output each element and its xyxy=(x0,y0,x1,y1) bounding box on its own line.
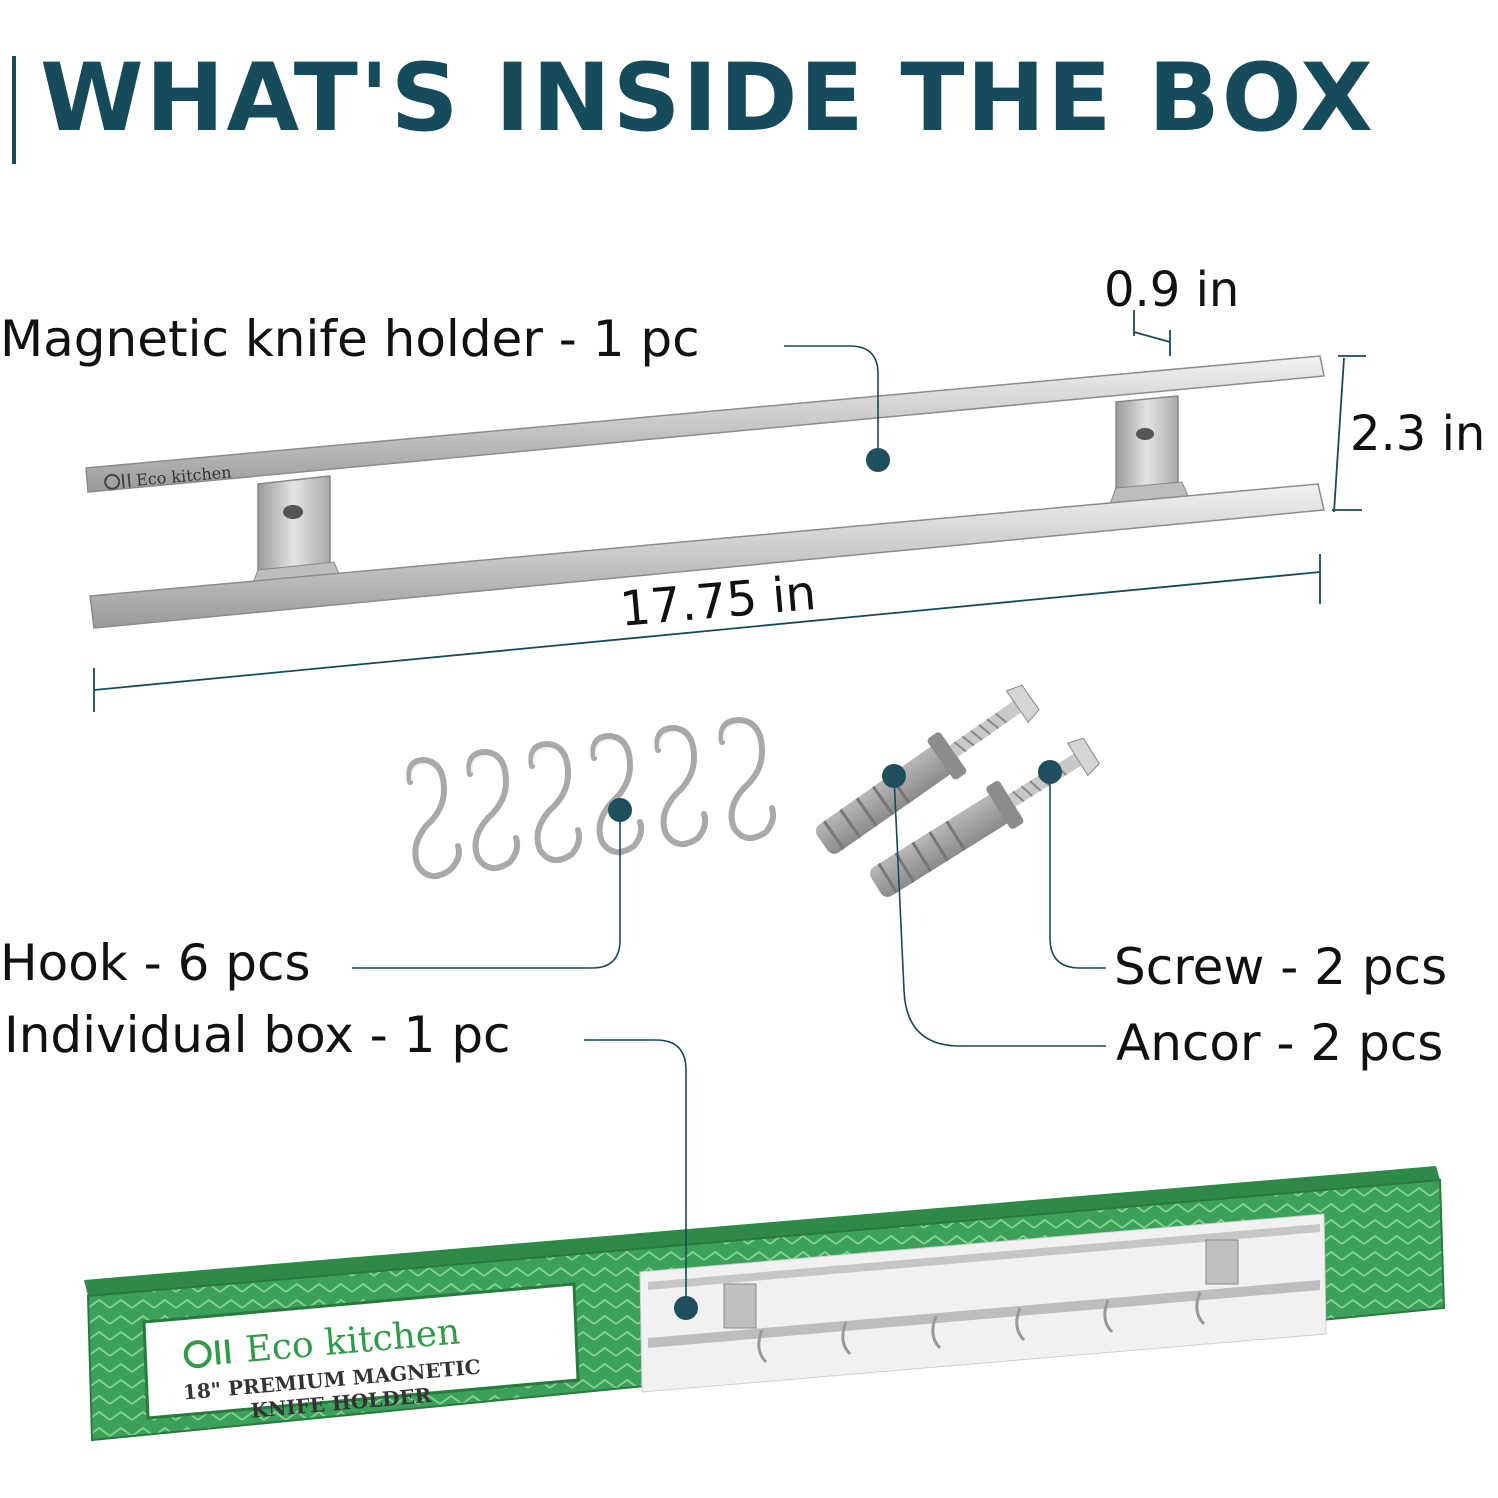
marker-anchors xyxy=(882,764,906,788)
leader-anchors xyxy=(893,775,1106,1047)
marker-hooks xyxy=(608,798,632,822)
screw-anchor-1 xyxy=(815,684,1040,854)
box-label-panel xyxy=(142,1282,580,1420)
product-box: Eco kitchen 18" PREMIUM MAGNETIC KNIFE H… xyxy=(84,1166,1446,1442)
upper-bar xyxy=(85,355,1325,493)
hook-6 xyxy=(718,716,777,841)
lower-bar xyxy=(89,483,1325,629)
hook-1 xyxy=(406,756,462,879)
leader-hooks xyxy=(352,810,621,969)
knife-holder: Eco kitchen xyxy=(85,355,1325,629)
dimension-height: 2.3 in xyxy=(1350,406,1486,462)
box-logo-icon xyxy=(183,1339,231,1369)
box-window xyxy=(639,1213,1327,1393)
label-hooks: Hook - 6 pcs xyxy=(0,934,311,992)
dimension-lines xyxy=(93,310,1366,712)
marker-knife-holder xyxy=(866,448,890,472)
marker-box xyxy=(674,1296,698,1320)
hook-2 xyxy=(466,748,521,871)
box-top-edge xyxy=(84,1166,1440,1296)
label-screws: Screw - 2 pcs xyxy=(1114,938,1448,996)
left-bracket xyxy=(251,475,341,587)
marker-dots xyxy=(608,448,1062,1320)
leader-box xyxy=(584,1039,687,1306)
page-title: WHAT'S INSIDE THE BOX xyxy=(40,44,1375,153)
label-anchors: Ancor - 2 pcs xyxy=(1116,1014,1444,1072)
leader-lines xyxy=(352,345,1106,1306)
marker-screws xyxy=(1038,760,1062,784)
title-accent-bar xyxy=(12,56,16,164)
right-bracket xyxy=(1109,395,1189,505)
s-hooks xyxy=(406,716,777,879)
hook-3 xyxy=(528,740,583,863)
hook-5 xyxy=(654,724,709,847)
leader-screws xyxy=(1049,772,1106,969)
label-box: Individual box - 1 pc xyxy=(4,1006,511,1064)
dimension-depth: 0.9 in xyxy=(1104,262,1240,318)
hook-4 xyxy=(590,732,645,855)
label-knife-holder: Magnetic knife holder - 1 pc xyxy=(0,310,700,368)
leader-knife-holder xyxy=(784,345,879,460)
